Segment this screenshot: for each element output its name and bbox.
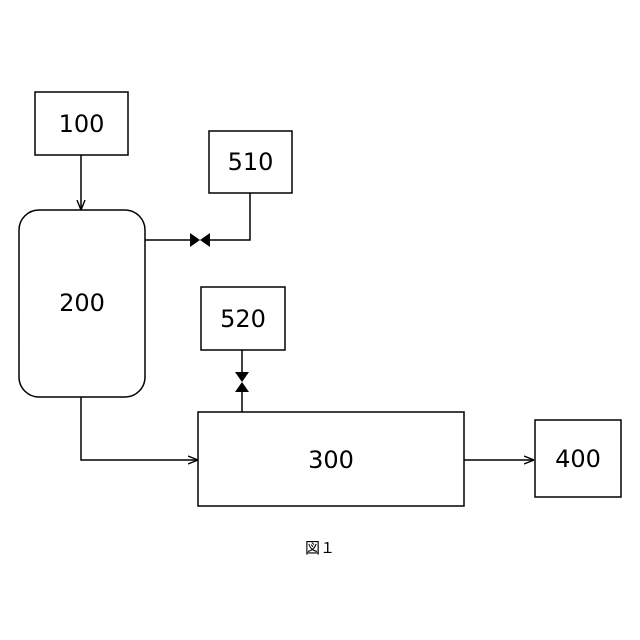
block-200-label: 200 <box>59 289 105 317</box>
block-100-label: 100 <box>59 110 105 138</box>
block-520: 520 <box>201 287 285 350</box>
connector-200-300 <box>81 397 198 460</box>
valve-icon-520 <box>235 372 249 392</box>
connector-valve-510 <box>210 193 250 240</box>
block-300: 300 <box>198 412 464 506</box>
block-400-label: 400 <box>555 445 601 473</box>
block-100: 100 <box>35 92 128 155</box>
block-200: 200 <box>19 210 145 397</box>
block-510: 510 <box>209 131 292 193</box>
block-400: 400 <box>535 420 621 497</box>
block-510-label: 510 <box>228 148 274 176</box>
block-520-label: 520 <box>220 305 266 333</box>
valve-icon-510 <box>190 233 210 247</box>
block-300-label: 300 <box>308 446 354 474</box>
figure-caption: 図１ <box>305 539 335 557</box>
